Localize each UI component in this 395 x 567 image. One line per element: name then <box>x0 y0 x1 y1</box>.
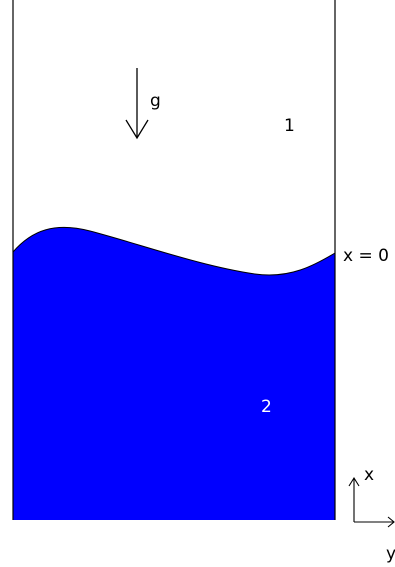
gravity-label: g <box>150 91 161 111</box>
fluid-2-label: 2 <box>261 397 272 417</box>
interface-label: x = 0 <box>343 246 389 266</box>
axes-icon <box>348 476 395 528</box>
interface-curve <box>12 226 336 276</box>
fluid-2-region <box>13 227 335 520</box>
axis-x-label: x <box>364 465 374 485</box>
gravity-arrow <box>125 68 149 140</box>
fluid-1-label: 1 <box>284 116 295 136</box>
axis-y-label: y <box>386 544 395 564</box>
